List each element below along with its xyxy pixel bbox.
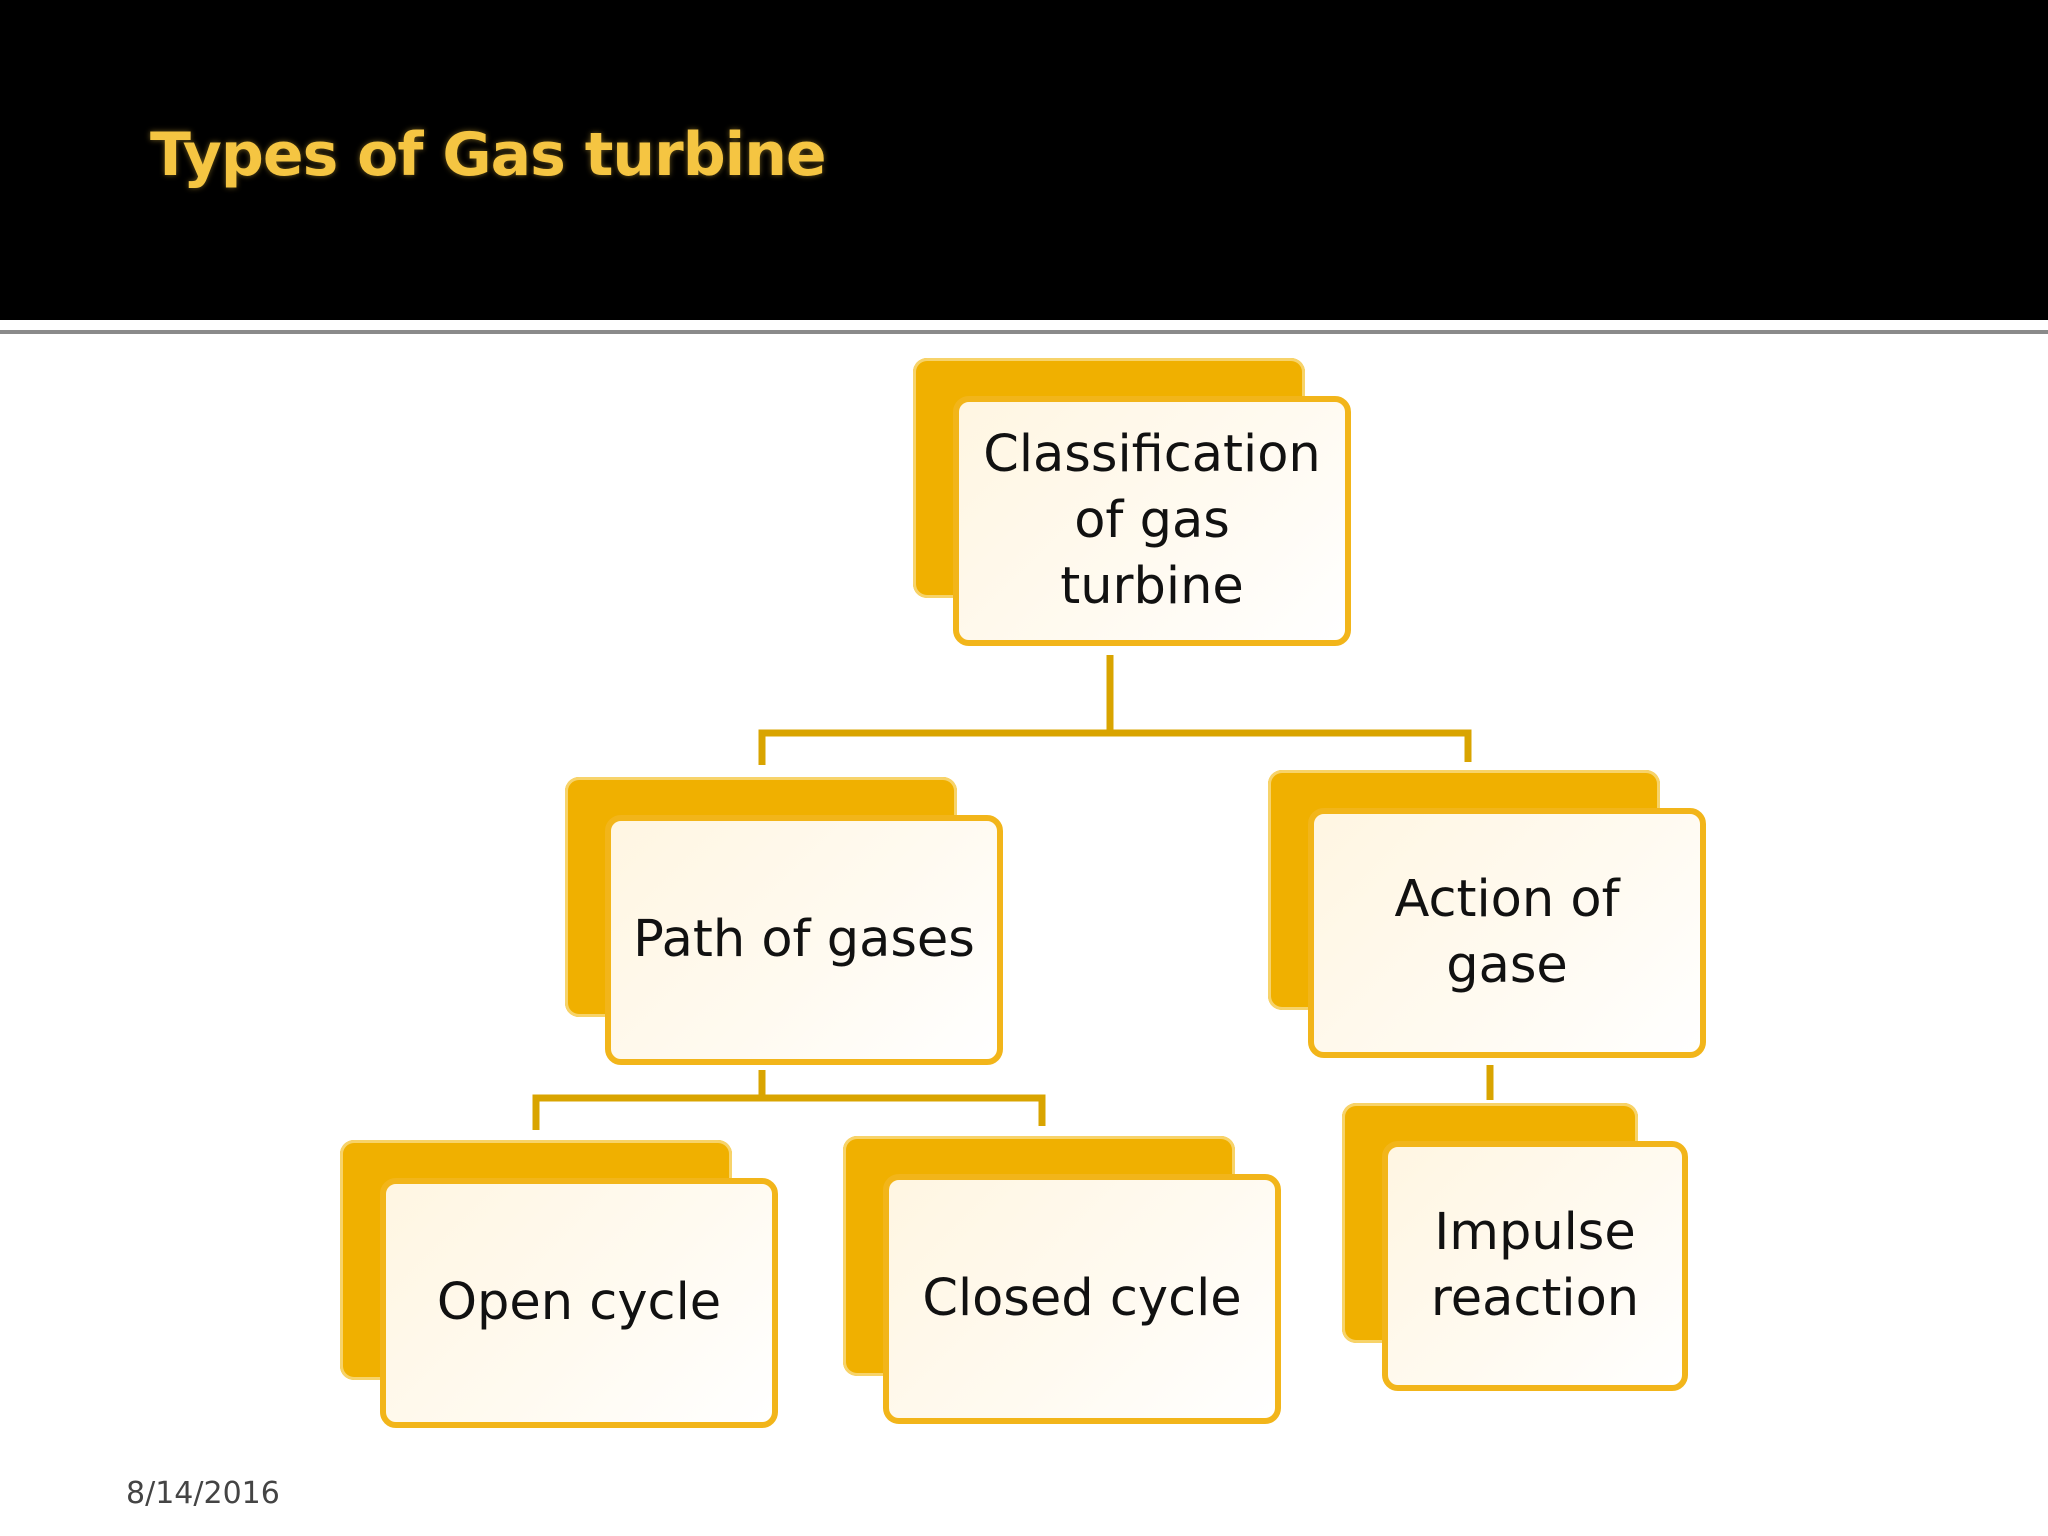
header-band [0,0,2048,320]
node-closed-cycle: Closed cycle [843,1136,1281,1424]
node-action-of-gase-label: Action of gase [1394,870,1620,995]
node-impulse-reaction: Impulse reaction [1342,1103,1694,1391]
node-path-of-gases-label: Path of gases [633,910,975,969]
node-open-cycle: Open cycle [340,1140,778,1428]
node-impulse-reaction-label: Impulse reaction [1430,1203,1640,1328]
node-classification: Classification of gas turbine [913,358,1351,646]
connector-root-to-level2 [758,655,1472,765]
node-path-of-gases: Path of gases [565,777,1003,1065]
slide-title: Types of Gas turbine [150,120,827,190]
slide-date: 8/14/2016 [126,1476,280,1511]
node-classification-label: Classification of gas turbine [983,425,1321,616]
header-divider [0,330,2048,334]
node-closed-cycle-label: Closed cycle [922,1269,1242,1328]
connector-path-to-cycles [532,1070,1046,1130]
node-action-of-gase: Action of gase [1268,770,1706,1058]
node-open-cycle-label: Open cycle [436,1273,722,1332]
